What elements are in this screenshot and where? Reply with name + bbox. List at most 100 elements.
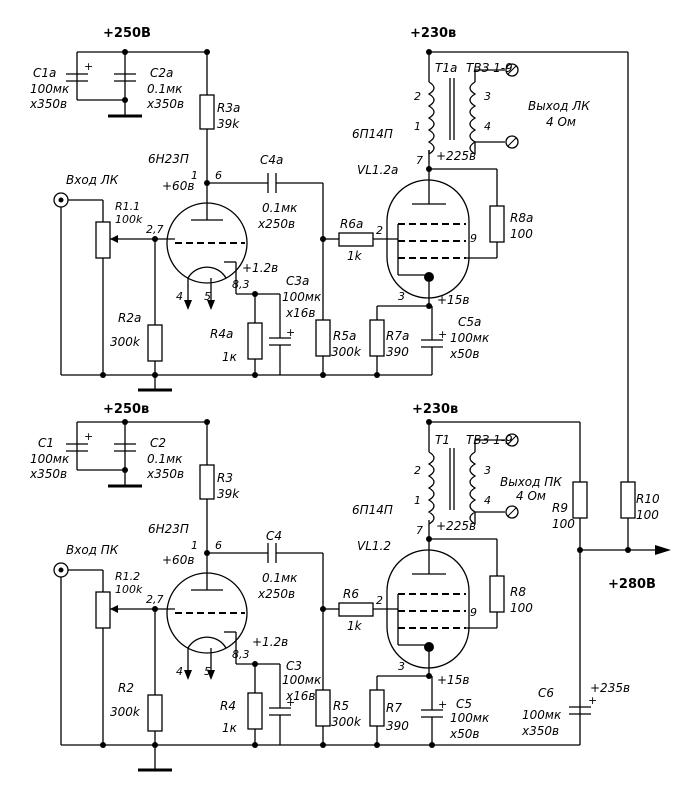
r3-name: R3a — [217, 101, 240, 115]
trans-pin1: 1 — [414, 494, 421, 507]
svg-text:+: + — [84, 60, 93, 73]
c1-voltage: x350в — [29, 97, 67, 111]
r7-value: 390 — [386, 345, 409, 359]
tube2-pin2: 2 — [376, 594, 383, 607]
tube1-pin1: 1 — [191, 539, 198, 552]
rail-230: +230в — [412, 402, 458, 417]
r2-value: 300k — [110, 705, 141, 719]
right-channel: + +250в — [29, 402, 580, 772]
c5-value: 100мк — [450, 331, 490, 345]
input-label: Вход ПК — [66, 543, 119, 557]
plate-voltage: +225в — [436, 149, 476, 163]
tube1-pin83: 8,3 — [232, 278, 250, 291]
c2-name: C2 — [150, 436, 166, 450]
svg-text:+: + — [438, 328, 447, 341]
c3-voltage: x16в — [285, 306, 315, 320]
cathode2-voltage: +15в — [437, 293, 469, 307]
r3-value: 39k — [217, 117, 240, 131]
tube2-pin9: 9 — [470, 232, 477, 245]
anode-voltage: +60в — [162, 553, 194, 567]
c5-value: 100мк — [450, 711, 490, 725]
tube1-pin27: 2,7 — [146, 223, 164, 236]
trans-pin4: 4 — [484, 494, 491, 507]
svg-text:+: + — [588, 694, 597, 707]
c6-name: C6 — [538, 686, 554, 700]
c2-value: 0.1мк — [147, 452, 183, 466]
cathode-voltage: +1.2в — [242, 261, 278, 275]
c4-voltage: x250в — [257, 587, 295, 601]
c1-value: 100мк — [30, 82, 70, 96]
tube1-pin4: 4 — [176, 665, 183, 678]
rail-250: +250В — [103, 26, 151, 41]
c1-name: C1 — [38, 436, 54, 450]
r5-name: R5a — [333, 329, 356, 343]
svg-text:+: + — [286, 326, 295, 339]
output-label: Выход ЛК — [528, 99, 590, 113]
r9-name: R9 — [552, 501, 568, 515]
tube2-pin2: 2 — [376, 224, 383, 237]
svg-text:+: + — [286, 696, 295, 709]
tube2-type: 6П14П — [352, 127, 393, 141]
trans-pin4: 4 — [484, 120, 491, 133]
rail-250: +250в — [103, 402, 149, 417]
r5-value: 300k — [331, 715, 362, 729]
r4-name: R4a — [210, 327, 233, 341]
pot-name: R1.2 — [115, 570, 140, 583]
r6-value: 1k — [347, 619, 363, 633]
c6-voltage-node: +235в — [590, 681, 630, 695]
pot-name: R1.1 — [115, 200, 140, 213]
r9-value: 100 — [552, 517, 575, 531]
r6-name: R6a — [340, 217, 363, 231]
c1-voltage: x350в — [29, 467, 67, 481]
tube1-type: 6Н23П — [148, 152, 189, 166]
c5-name: C5a — [458, 315, 481, 329]
r4-value: 1к — [222, 721, 238, 735]
tube1-type: 6Н23П — [148, 522, 189, 536]
c3-name: C3 — [286, 659, 302, 673]
left-channel: + +250В — [29, 26, 590, 392]
output-impedance: 4 Ом — [546, 115, 576, 129]
r10-name: R10 — [636, 492, 660, 506]
r7-name: R7 — [386, 701, 402, 715]
tube1-pin5: 5 — [204, 290, 211, 303]
cathode2-voltage: +15в — [437, 673, 469, 687]
pot-value: 100k — [115, 583, 143, 596]
transformer-name: T1a — [435, 61, 457, 75]
trans-pin3: 3 — [484, 464, 491, 477]
transformer-name: T1 — [435, 433, 450, 447]
c2-name: C2a — [150, 66, 173, 80]
trans-pin1: 1 — [414, 120, 421, 133]
r8-value: 100 — [510, 601, 533, 615]
c4-voltage: x250в — [257, 217, 295, 231]
c5-voltage: x50в — [449, 727, 479, 741]
tube1-pin27: 2,7 — [146, 593, 164, 606]
c1-name: C1a — [33, 66, 56, 80]
tube2-type: 6П14П — [352, 503, 393, 517]
r2-name: R2 — [118, 681, 134, 695]
output-label: Выход ПК — [500, 475, 562, 489]
c3-voltage: x16в — [285, 689, 315, 703]
tube2-pin3: 3 — [398, 660, 405, 673]
r8-value: 100 — [510, 227, 533, 241]
tube2-pin7: 7 — [416, 524, 423, 537]
r6-name: R6 — [343, 587, 359, 601]
pot-value: 100k — [115, 213, 143, 226]
svg-text:+: + — [84, 430, 93, 443]
trans-pin3: 3 — [484, 90, 491, 103]
tube2-pin3: 3 — [398, 290, 405, 303]
c3-name: C3a — [286, 274, 309, 288]
r10-value: 100 — [636, 508, 659, 522]
c6-value: 100мк — [522, 708, 562, 722]
svg-text:+: + — [438, 698, 447, 711]
cathode-voltage: +1.2в — [252, 635, 288, 649]
output-impedance: 4 Ом — [516, 489, 546, 503]
c3-value: 100мк — [282, 673, 322, 687]
r6-value: 1k — [347, 249, 363, 263]
c3-value: 100мк — [282, 290, 322, 304]
r4-value: 1к — [222, 350, 238, 364]
tube1-pin1: 1 — [191, 169, 198, 182]
input-label: Вход ЛК — [66, 173, 119, 187]
c2-voltage: x350в — [146, 467, 184, 481]
tube1-pin6: 6 — [215, 169, 222, 182]
c1-value: 100мк — [30, 452, 70, 466]
